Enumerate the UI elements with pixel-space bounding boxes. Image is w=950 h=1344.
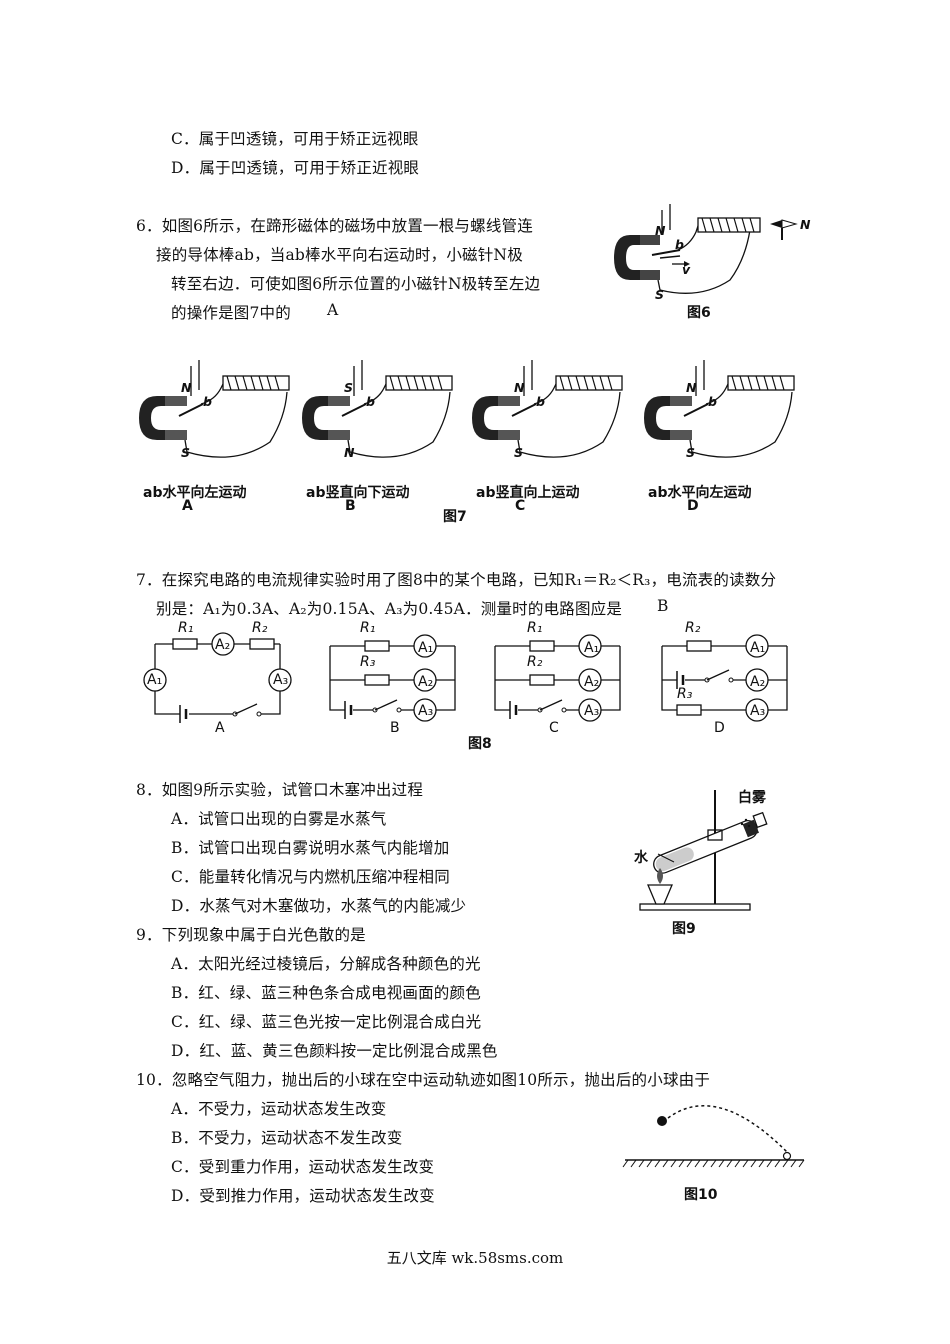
fig6-needle-n: N: [800, 217, 811, 232]
fig8-b-a1: A₁: [418, 640, 434, 656]
q7-answer: B: [657, 597, 669, 615]
figure-6: [614, 204, 798, 294]
fig8-circuit-b: [329, 634, 456, 722]
fig8-b-a3: A₃: [418, 703, 434, 719]
q9-option-a: A．太阳光经过棱镜后，分解成各种颜色的光: [171, 955, 481, 973]
fig6-label-s: S: [655, 287, 665, 302]
figure-9: [639, 790, 768, 911]
page-footer: 五八文库 wk.58sms.com: [386, 1249, 564, 1267]
fig9-caption: 图9: [672, 921, 696, 937]
fig8-b-r1: R₁: [360, 620, 376, 636]
fig8-b-a2: A₂: [418, 674, 434, 690]
q8-stem: 8．如图9所示实验，试管口木塞冲出过程: [136, 781, 424, 799]
q5-option-d: D．属于凹透镜，可用于矫正近视眼: [171, 159, 420, 177]
fig8-d-a2: A₂: [750, 674, 766, 690]
fig8-c-a2: A₂: [584, 674, 600, 690]
fig8-circuit-d: [661, 634, 788, 722]
fig8-letter-c: C: [549, 720, 559, 736]
fig8-letter-b: B: [390, 720, 400, 736]
fig7-label-b: b: [708, 394, 717, 409]
fig7-panel-c: [472, 360, 623, 458]
fig6-label-n: N: [655, 223, 666, 238]
fig7-pole-top: S: [344, 380, 354, 395]
q9-option-d: D．红、蓝、黄三色颜料按一定比例混合成黑色: [171, 1042, 498, 1060]
fig7-panel-a: [139, 360, 290, 458]
q10-stem: 10．忽略空气阻力，抛出后的小球在空中运动轨迹如图10所示，抛出后的小球由于: [136, 1071, 711, 1089]
q7-stem-line1: 7．在探究电路的电流规律实验时用了图8中的某个电路，已知R₁＝R₂＜R₃，电流表…: [136, 571, 777, 589]
figure-10: [622, 1105, 805, 1168]
fig7-pole-top: N: [514, 380, 525, 395]
fig7-panel-letter: A: [182, 498, 193, 514]
fig7-pole-bottom: S: [181, 445, 191, 460]
q6-stem-line4: 的操作是图7中的: [171, 304, 291, 322]
fig9-water-label: 水: [634, 850, 648, 866]
q6-answer: A: [327, 301, 339, 319]
fig8-letter-a: A: [215, 720, 225, 736]
fig7-label-b: b: [536, 394, 545, 409]
fig8-letter-d: D: [714, 720, 725, 736]
q10-option-a: A．不受力，运动状态发生改变: [171, 1100, 387, 1118]
fig8-a-a2: A₂: [215, 637, 231, 653]
q6-stem-line3: 转至右边．可使如图6所示位置的小磁针N极转至左边: [171, 275, 541, 293]
fig8-a-a3: A₃: [273, 672, 289, 688]
fig8-circuit-c: [494, 634, 621, 722]
q9-option-c: C．红、绿、蓝三色光按一定比例混合成白光: [171, 1013, 482, 1031]
q5-option-c: C．属于凹透镜，可用于矫正远视眼: [171, 130, 419, 148]
q8-option-d: D．水蒸气对木塞做功，水蒸气的内能减少: [171, 897, 467, 915]
fig9-fog-label: 白雾: [738, 790, 766, 806]
q6-stem-line1: 6．如图6所示，在蹄形磁体的磁场中放置一根与螺线管连: [136, 217, 533, 235]
fig7-pole-bottom: S: [514, 445, 524, 460]
fig7-panel-letter: B: [345, 498, 356, 514]
fig7-caption: 图7: [443, 509, 467, 525]
fig8-c-a1: A₁: [584, 640, 600, 656]
fig7-label-b: b: [366, 394, 375, 409]
fig8-b-r3: R₃: [360, 654, 376, 670]
q10-option-c: C．受到重力作用，运动状态发生改变: [171, 1158, 435, 1176]
fig7-pole-bottom: N: [344, 445, 355, 460]
fig6-label-v: v: [682, 262, 691, 277]
fig10-caption: 图10: [684, 1187, 718, 1203]
fig8-a-r2: R₂: [252, 620, 268, 636]
fig7-panel-desc: ab竖直向下运动: [306, 485, 410, 501]
fig7-pole-bottom: S: [686, 445, 696, 460]
fig8-circuit-a: [143, 632, 292, 723]
fig7-panel-d: [644, 360, 795, 458]
q10-option-d: D．受到推力作用，运动状态发生改变: [171, 1187, 435, 1205]
fig8-c-a3: A₃: [584, 703, 600, 719]
fig7-pole-top: N: [686, 380, 697, 395]
fig7-panel-desc: ab水平向左运动: [143, 485, 247, 501]
q7-stem-line2: 别是：A₁为0.3A、A₂为0.15A、A₃为0.45A．测量时的电路图应是: [156, 600, 623, 618]
fig7-label-b: b: [203, 394, 212, 409]
q8-option-b: B．试管口出现白雾说明水蒸气内能增加: [171, 839, 450, 857]
fig7-pole-top: N: [181, 380, 192, 395]
fig7-panel-b: [302, 360, 453, 458]
fig7-panel-desc: ab竖直向上运动: [476, 485, 580, 501]
fig8-a-a1: A₁: [147, 672, 163, 688]
fig8-a-r1: R₁: [178, 620, 194, 636]
q10-option-b: B．不受力，运动状态不发生改变: [171, 1129, 403, 1147]
q6-stem-line2: 接的导体棒ab，当ab棒水平向右运动时，小磁针N极: [156, 246, 523, 264]
fig8-caption: 图8: [468, 736, 492, 752]
fig7-panel-letter: D: [687, 498, 699, 514]
fig8-d-a3: A₃: [750, 703, 766, 719]
fig7-panel-desc: ab水平向左运动: [648, 485, 752, 501]
fig6-caption: 图6: [687, 305, 711, 321]
q8-option-a: A．试管口出现的白雾是水蒸气: [171, 810, 387, 828]
fig8-d-r2: R₂: [685, 620, 701, 636]
fig8-c-r2: R₂: [527, 654, 543, 670]
fig7-panel-letter: C: [515, 498, 526, 514]
q8-option-c: C．能量转化情况与内燃机压缩冲程相同: [171, 868, 450, 886]
fig6-label-b: b: [675, 237, 684, 252]
fig8-d-r3: R₃: [677, 686, 693, 702]
q9-option-b: B．红、绿、蓝三种色条合成电视画面的颜色: [171, 984, 481, 1002]
fig8-d-a1: A₁: [750, 640, 766, 656]
q9-stem: 9．下列现象中属于白光色散的是: [136, 926, 366, 944]
fig8-c-r1: R₁: [527, 620, 543, 636]
